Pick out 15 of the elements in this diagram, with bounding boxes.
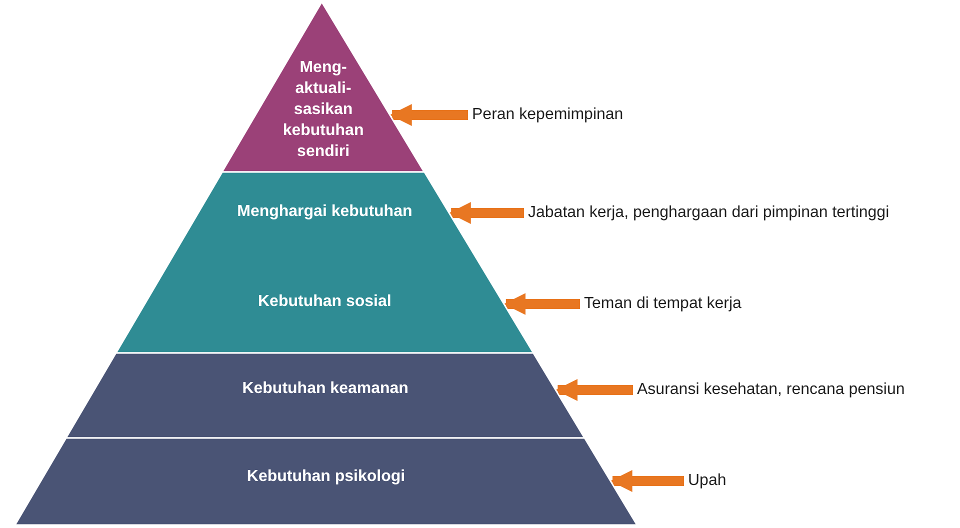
arrow: [610, 470, 684, 492]
level-label: Meng- aktuali- sasikan kebutuhan sendiri: [282, 58, 365, 162]
level-label: Kebutuhan keamanan: [241, 379, 410, 399]
side-note: Upah: [688, 472, 726, 489]
side-note: Asuransi kesehatan, rencana pensiun: [637, 381, 905, 398]
arrow: [390, 104, 468, 126]
side-note: Peran kepemimpinan: [472, 106, 624, 123]
arrow: [504, 293, 580, 315]
level-label: Kebutuhan sosial: [256, 292, 392, 312]
arrow: [448, 202, 524, 224]
side-note: Jabatan kerja, penghargaan dari pimpinan tertinggi: [528, 204, 890, 221]
side-note: Teman di tempat kerja: [584, 295, 742, 312]
level-label: Menghargai kebutuhan: [236, 202, 414, 222]
arrow: [556, 379, 633, 401]
level-label: Kebutuhan psikologi: [246, 467, 406, 487]
